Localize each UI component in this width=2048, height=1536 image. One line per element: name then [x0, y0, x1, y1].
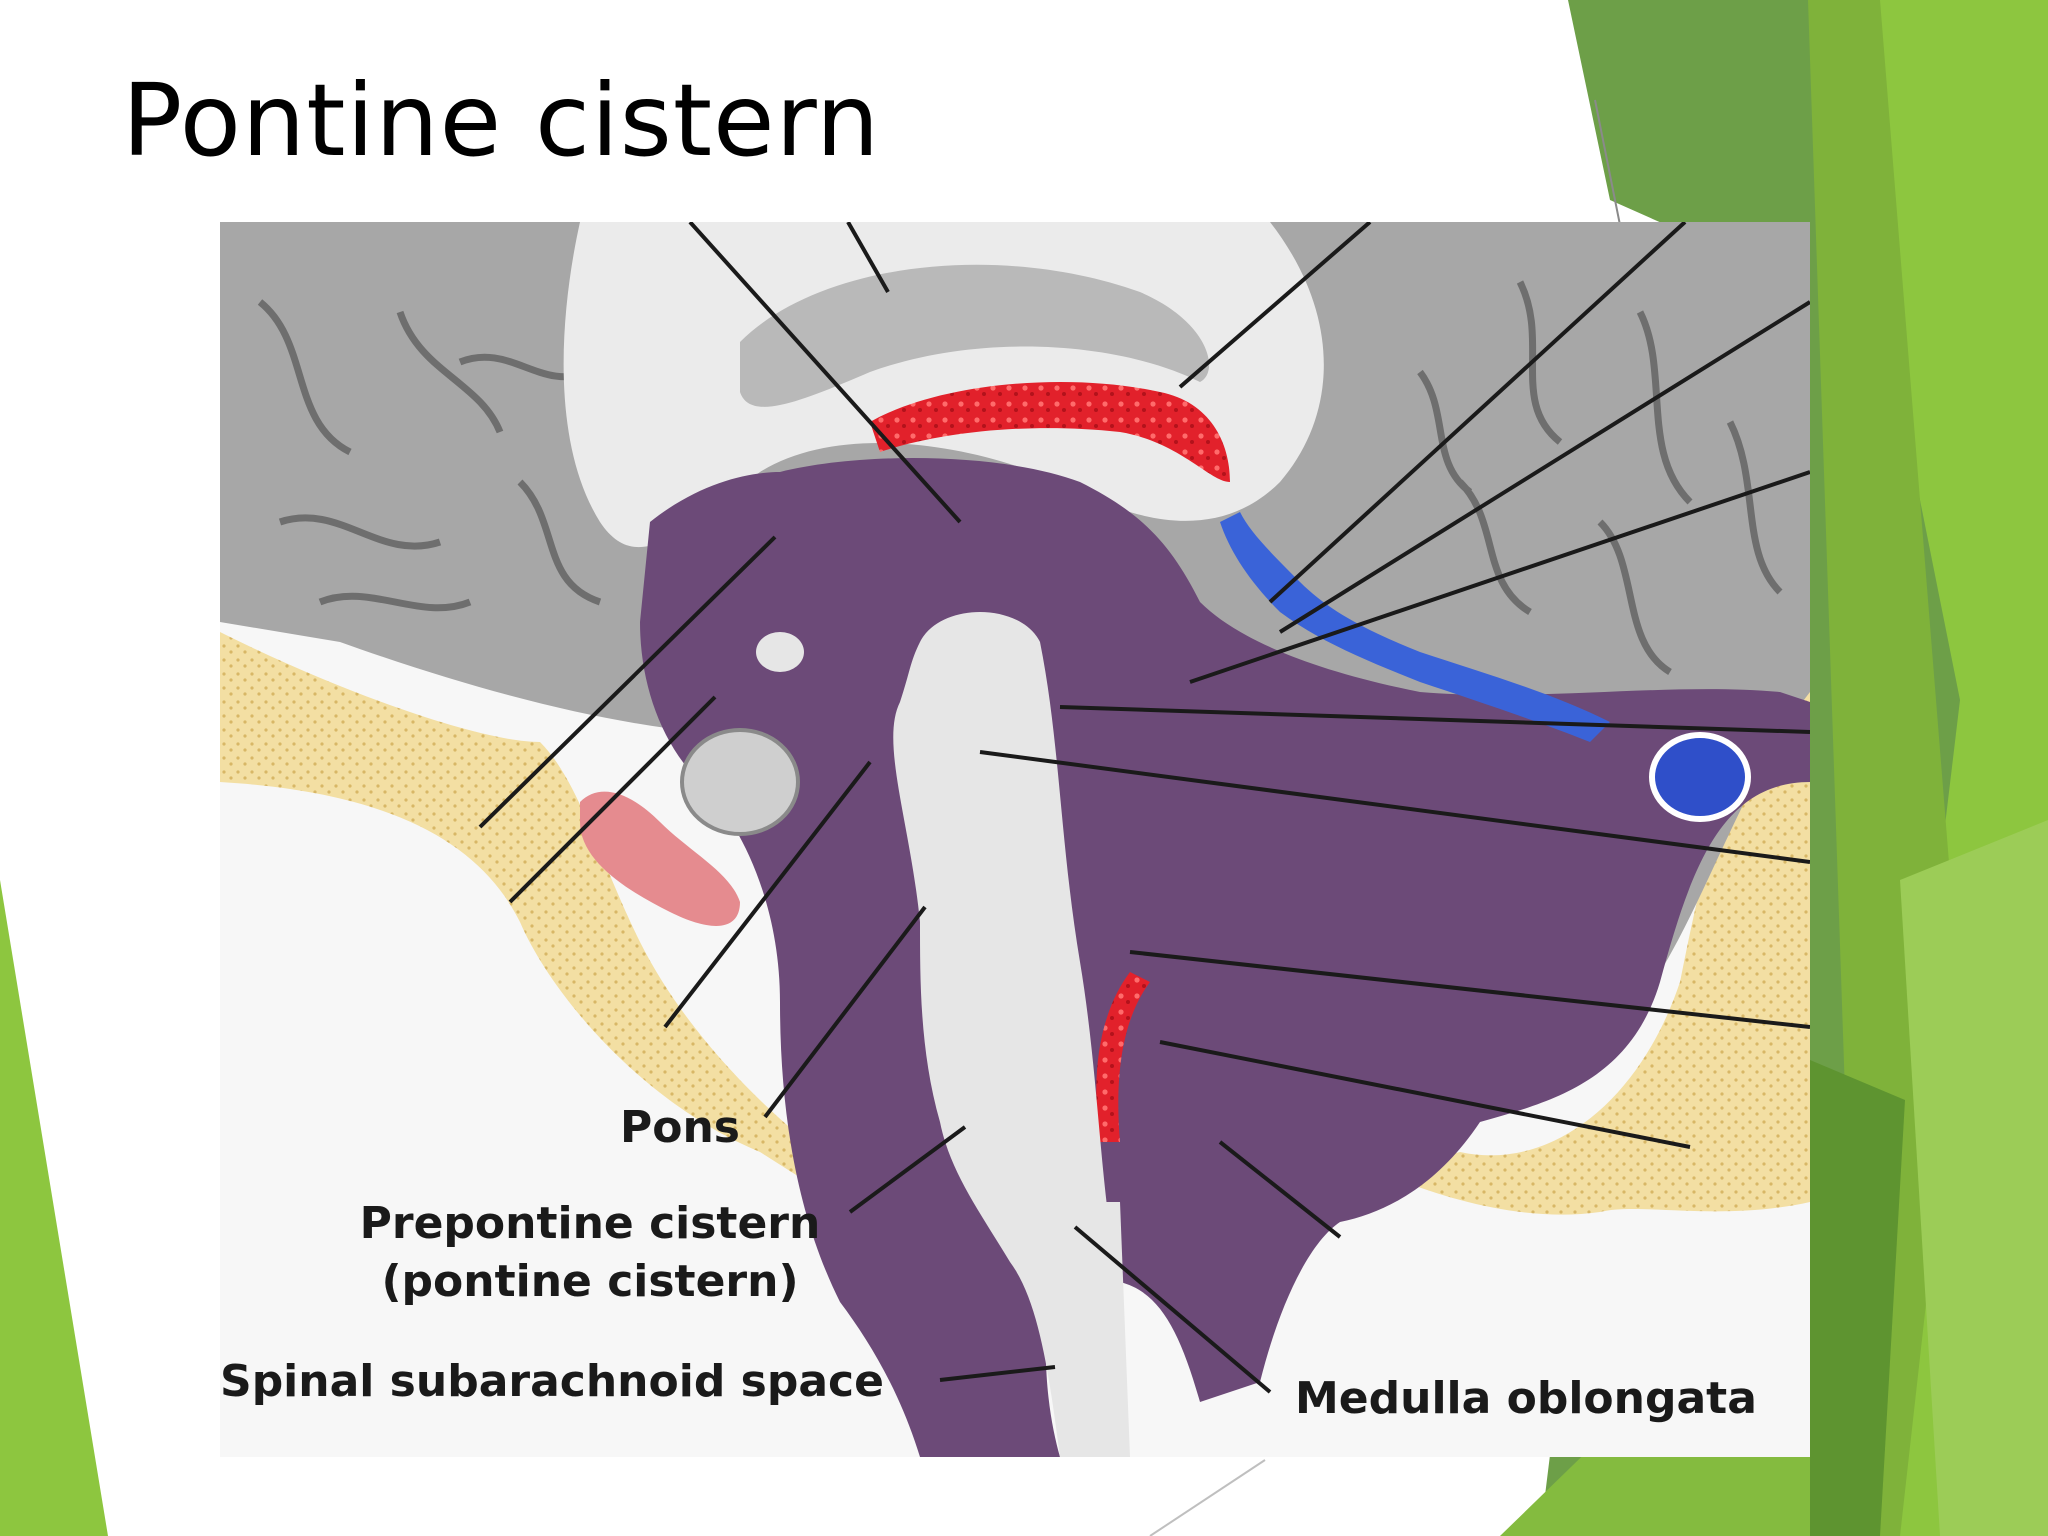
leader-line: [1159, 1040, 1691, 1149]
bone-layer-right: [1380, 602, 1810, 1215]
label-spinal-subarachnoid-space: Spinal subarachnoid space: [220, 1356, 884, 1407]
gyri-lines-left: [257, 299, 602, 612]
brainstem: [893, 612, 1120, 1457]
thin-deco-line-1: [1149, 1459, 1266, 1536]
leader-line: [478, 535, 777, 829]
label-prepontine-line1: Prepontine cistern: [359, 1198, 821, 1249]
lateral-ventricle-arc: [740, 264, 1210, 407]
bottom-green-facet-2: [1810, 1060, 1905, 1536]
leader-line-medulla: [1073, 1225, 1272, 1394]
leader-line: [1178, 222, 1372, 389]
bone-layer-left: [220, 632, 870, 1222]
leader-line: [508, 695, 717, 904]
label-medulla-oblongata: Medulla oblongata: [1295, 1373, 1757, 1424]
label-prepontine-line2: (pontine cistern): [381, 1256, 799, 1307]
optic-chiasm: [756, 632, 804, 672]
leader-line: [1278, 300, 1810, 634]
leader-line-spinal: [939, 1365, 1056, 1382]
choroid-plexus-red: [870, 382, 1230, 482]
leader-line: [1268, 222, 1687, 604]
gyri-lines-right: [1417, 280, 1783, 675]
pituitary-gland: [680, 728, 800, 836]
leader-line: [663, 760, 872, 1029]
slide-title: Pontine cistern: [122, 62, 881, 179]
spinal-cord: [1080, 1202, 1130, 1457]
leader-line: [979, 750, 1810, 864]
brain-illustration: [220, 222, 1810, 1457]
label-pons: Pons: [620, 1102, 740, 1153]
left-green-facet: [0, 880, 108, 1536]
leader-line: [688, 222, 962, 524]
sphenoid-red: [580, 791, 740, 926]
transverse-sinus-blue: [1649, 732, 1751, 822]
leader-line-pons: [763, 905, 927, 1119]
straight-sinus-blue: [1220, 512, 1610, 742]
fourth-ventricle-choroid: [1096, 972, 1150, 1142]
leader-line: [1189, 470, 1810, 684]
label-prepontine-cistern: Prepontine cistern (pontine cistern): [340, 1202, 840, 1304]
right-green-facet-3: [1900, 820, 2048, 1536]
leader-line: [1059, 705, 1810, 734]
leader-line: [846, 222, 890, 293]
leader-lines: [478, 222, 1810, 1394]
leader-line: [1129, 950, 1810, 1029]
leader-line-prepontine: [848, 1125, 967, 1214]
leader-line: [1218, 1140, 1342, 1239]
brain-sagittal-figure: Pons Prepontine cistern (pontine cistern…: [220, 222, 1810, 1457]
